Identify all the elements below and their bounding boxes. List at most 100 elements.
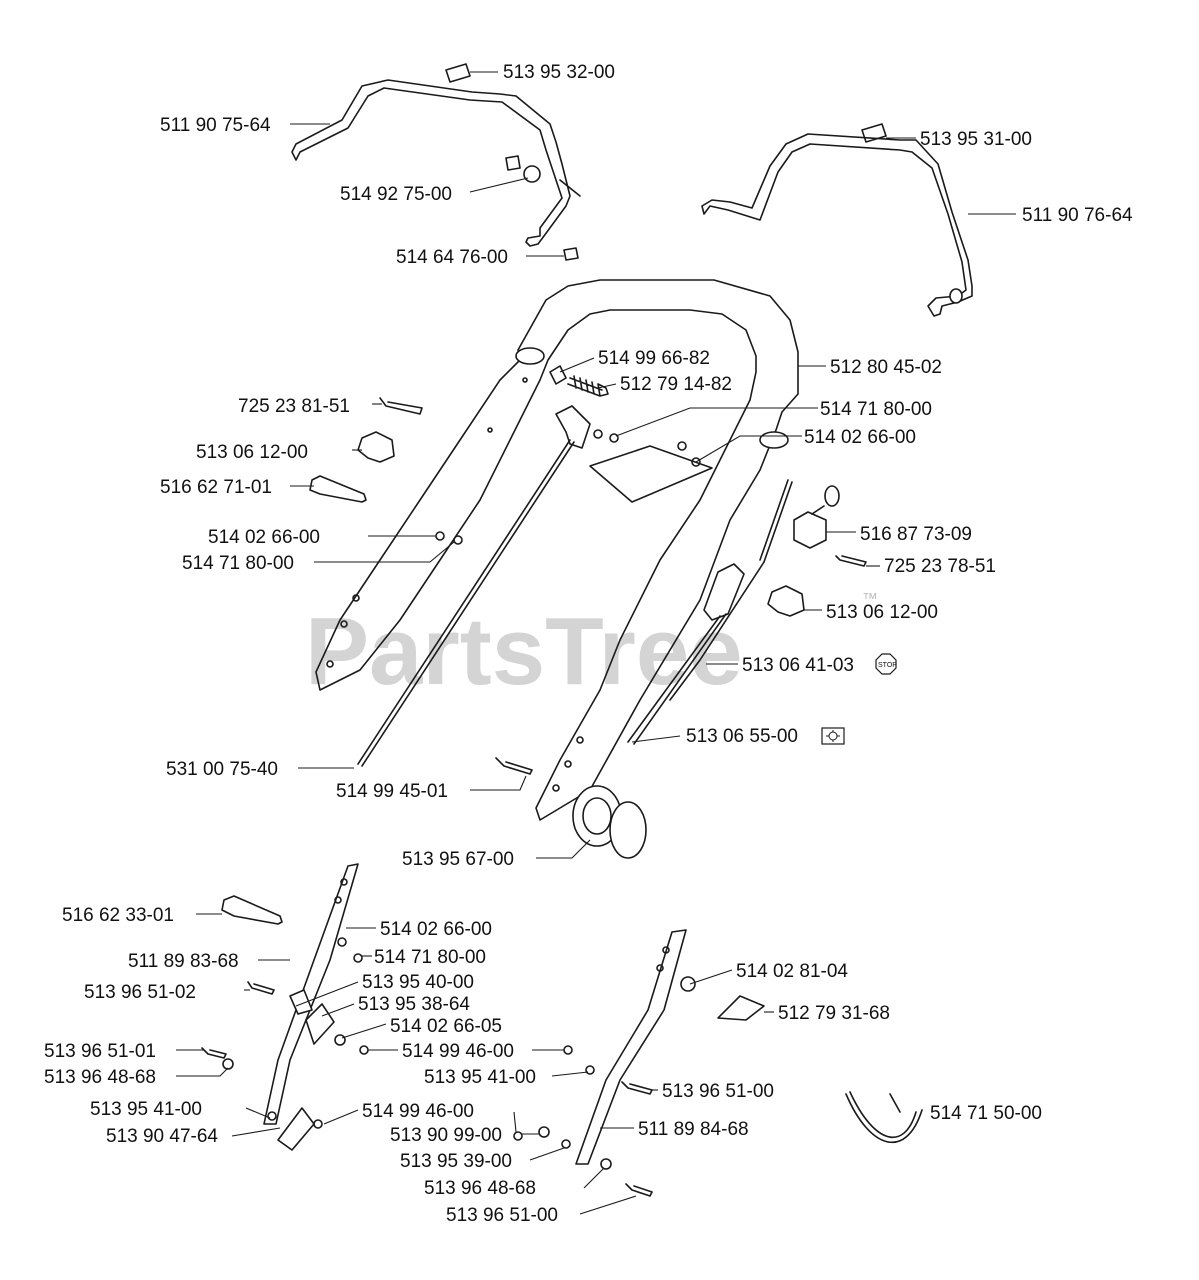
washer-left xyxy=(435,531,445,541)
callout-label: 513 06 41-03 xyxy=(742,655,854,676)
cable-clip-left xyxy=(357,431,395,463)
cable-sleeve xyxy=(703,563,745,621)
callout-label: 511 90 75-64 xyxy=(160,115,271,136)
handle-tube-end-right xyxy=(759,431,789,449)
nut-mid xyxy=(609,433,619,443)
bail-handle-left xyxy=(291,79,571,247)
callout-label: 513 95 41-00 xyxy=(424,1067,536,1088)
callout-labels: 513 95 32-00 511 90 75-64 514 92 75-00 5… xyxy=(44,62,1133,1226)
grip-cap-left xyxy=(445,63,471,83)
lower-bracket-left xyxy=(263,863,359,1125)
spring xyxy=(567,375,609,397)
screw-513-96-51-00-upper xyxy=(621,1081,653,1095)
washer-514-02-81-04 xyxy=(680,976,696,992)
callout-label: 513 95 40-00 xyxy=(362,972,474,993)
callout-label: 725 23 78-51 xyxy=(884,556,996,577)
callout-label: 514 64 76-00 xyxy=(396,247,508,268)
hole xyxy=(564,760,572,768)
washer-decal xyxy=(691,457,701,467)
callout-label: 514 92 75-00 xyxy=(340,184,452,205)
cable-loop xyxy=(824,485,840,507)
knob-bushing xyxy=(549,365,567,385)
callout-label: 514 02 66-00 xyxy=(208,527,320,548)
cable-clip-right xyxy=(767,585,805,617)
hole xyxy=(662,946,670,954)
cable-housing-block xyxy=(793,511,827,549)
callout-label: 511 89 84-68 xyxy=(638,1119,749,1140)
stop-sign-text: STOP xyxy=(878,662,897,669)
hole xyxy=(352,594,360,602)
callout-label: 513 96 51-02 xyxy=(84,982,196,1003)
spacer-513-95-39-00 xyxy=(561,1139,571,1149)
leader-lines xyxy=(176,71,1016,1215)
callout-label: 513 95 39-00 xyxy=(400,1151,512,1172)
callout-label: 514 71 80-00 xyxy=(820,399,932,420)
callout-label: 725 23 81-51 xyxy=(238,396,350,417)
callout-label: 513 96 48-68 xyxy=(44,1067,156,1088)
callout-label: 513 95 41-00 xyxy=(90,1099,202,1120)
callout-label: 514 99 46-00 xyxy=(402,1041,514,1062)
cable-run xyxy=(627,561,765,745)
washer-ll xyxy=(337,937,347,947)
parts-artwork xyxy=(201,63,973,1197)
end-cap-left xyxy=(563,247,579,261)
knob-bolt-upper xyxy=(309,475,367,503)
nut-right xyxy=(563,1045,573,1055)
rod-left xyxy=(559,179,581,197)
screw-513-96-51-01 xyxy=(201,1047,227,1059)
callout-label: 514 02 66-00 xyxy=(804,427,916,448)
nut-lower-left xyxy=(313,1119,323,1129)
hole xyxy=(340,620,348,628)
hole xyxy=(326,660,334,668)
decal-plate xyxy=(589,445,713,503)
screw-513-96-51-00-lower xyxy=(625,1183,653,1197)
hole xyxy=(576,736,584,744)
control-lever-head xyxy=(555,405,591,449)
callout-label: 514 99 66-82 xyxy=(598,348,710,369)
callout-label: 513 95 67-00 xyxy=(402,849,514,870)
callout-label: 511 89 83-68 xyxy=(128,951,239,972)
nut-left xyxy=(453,535,463,545)
washer-513-90-99-00 xyxy=(538,1126,550,1138)
callout-label: 512 79 14-82 xyxy=(620,374,732,395)
callout-label: 513 06 12-00 xyxy=(196,442,308,463)
callout-label: 513 06 12-00 xyxy=(826,602,938,623)
callout-label: 514 99 46-00 xyxy=(362,1101,474,1122)
knob-bolt-lower xyxy=(221,895,283,925)
nut-514-99-46-00 xyxy=(359,1045,369,1055)
spacer-right xyxy=(585,1065,595,1075)
callout-label: 513 06 55-00 xyxy=(686,726,798,747)
callout-label: 511 90 76-64 xyxy=(1022,205,1133,226)
callout-label: 531 00 75-40 xyxy=(166,759,278,780)
hole xyxy=(334,896,342,904)
callout-label: 514 02 66-05 xyxy=(390,1016,502,1037)
washer-mid xyxy=(593,429,603,439)
callout-label: 514 71 50-00 xyxy=(930,1103,1042,1124)
main-handle xyxy=(315,279,799,821)
callout-label: 514 71 80-00 xyxy=(374,947,486,968)
callout-label: 516 87 73-09 xyxy=(860,524,972,545)
callout-label: 513 90 99-00 xyxy=(390,1125,502,1146)
callout-label: 514 71 80-00 xyxy=(182,553,294,574)
callout-label: 513 96 51-00 xyxy=(662,1081,774,1102)
hole xyxy=(552,784,560,792)
hole xyxy=(522,377,528,383)
hole xyxy=(487,427,493,433)
bail-handle-right xyxy=(701,133,973,317)
cable-inner xyxy=(759,479,825,563)
nut-513-96-48-68 xyxy=(222,1058,234,1070)
callout-label: 513 90 47-64 xyxy=(106,1126,218,1147)
callout-label: 512 79 31-68 xyxy=(778,1003,890,1024)
bolt-514-99-45-01 xyxy=(495,757,533,775)
callout-label: 514 99 45-01 xyxy=(336,781,448,802)
lever-513-90-47-64 xyxy=(277,1107,315,1151)
washer-514-02-66-05 xyxy=(334,1034,346,1046)
callout-label: 516 62 33-01 xyxy=(62,905,174,926)
screw-513-96-51-02 xyxy=(247,981,275,995)
knob-512-79-31-68 xyxy=(717,995,765,1021)
callout-label: 513 95 31-00 xyxy=(920,129,1032,150)
hole xyxy=(656,964,664,972)
watermark-text: PartsTree xyxy=(305,598,743,705)
